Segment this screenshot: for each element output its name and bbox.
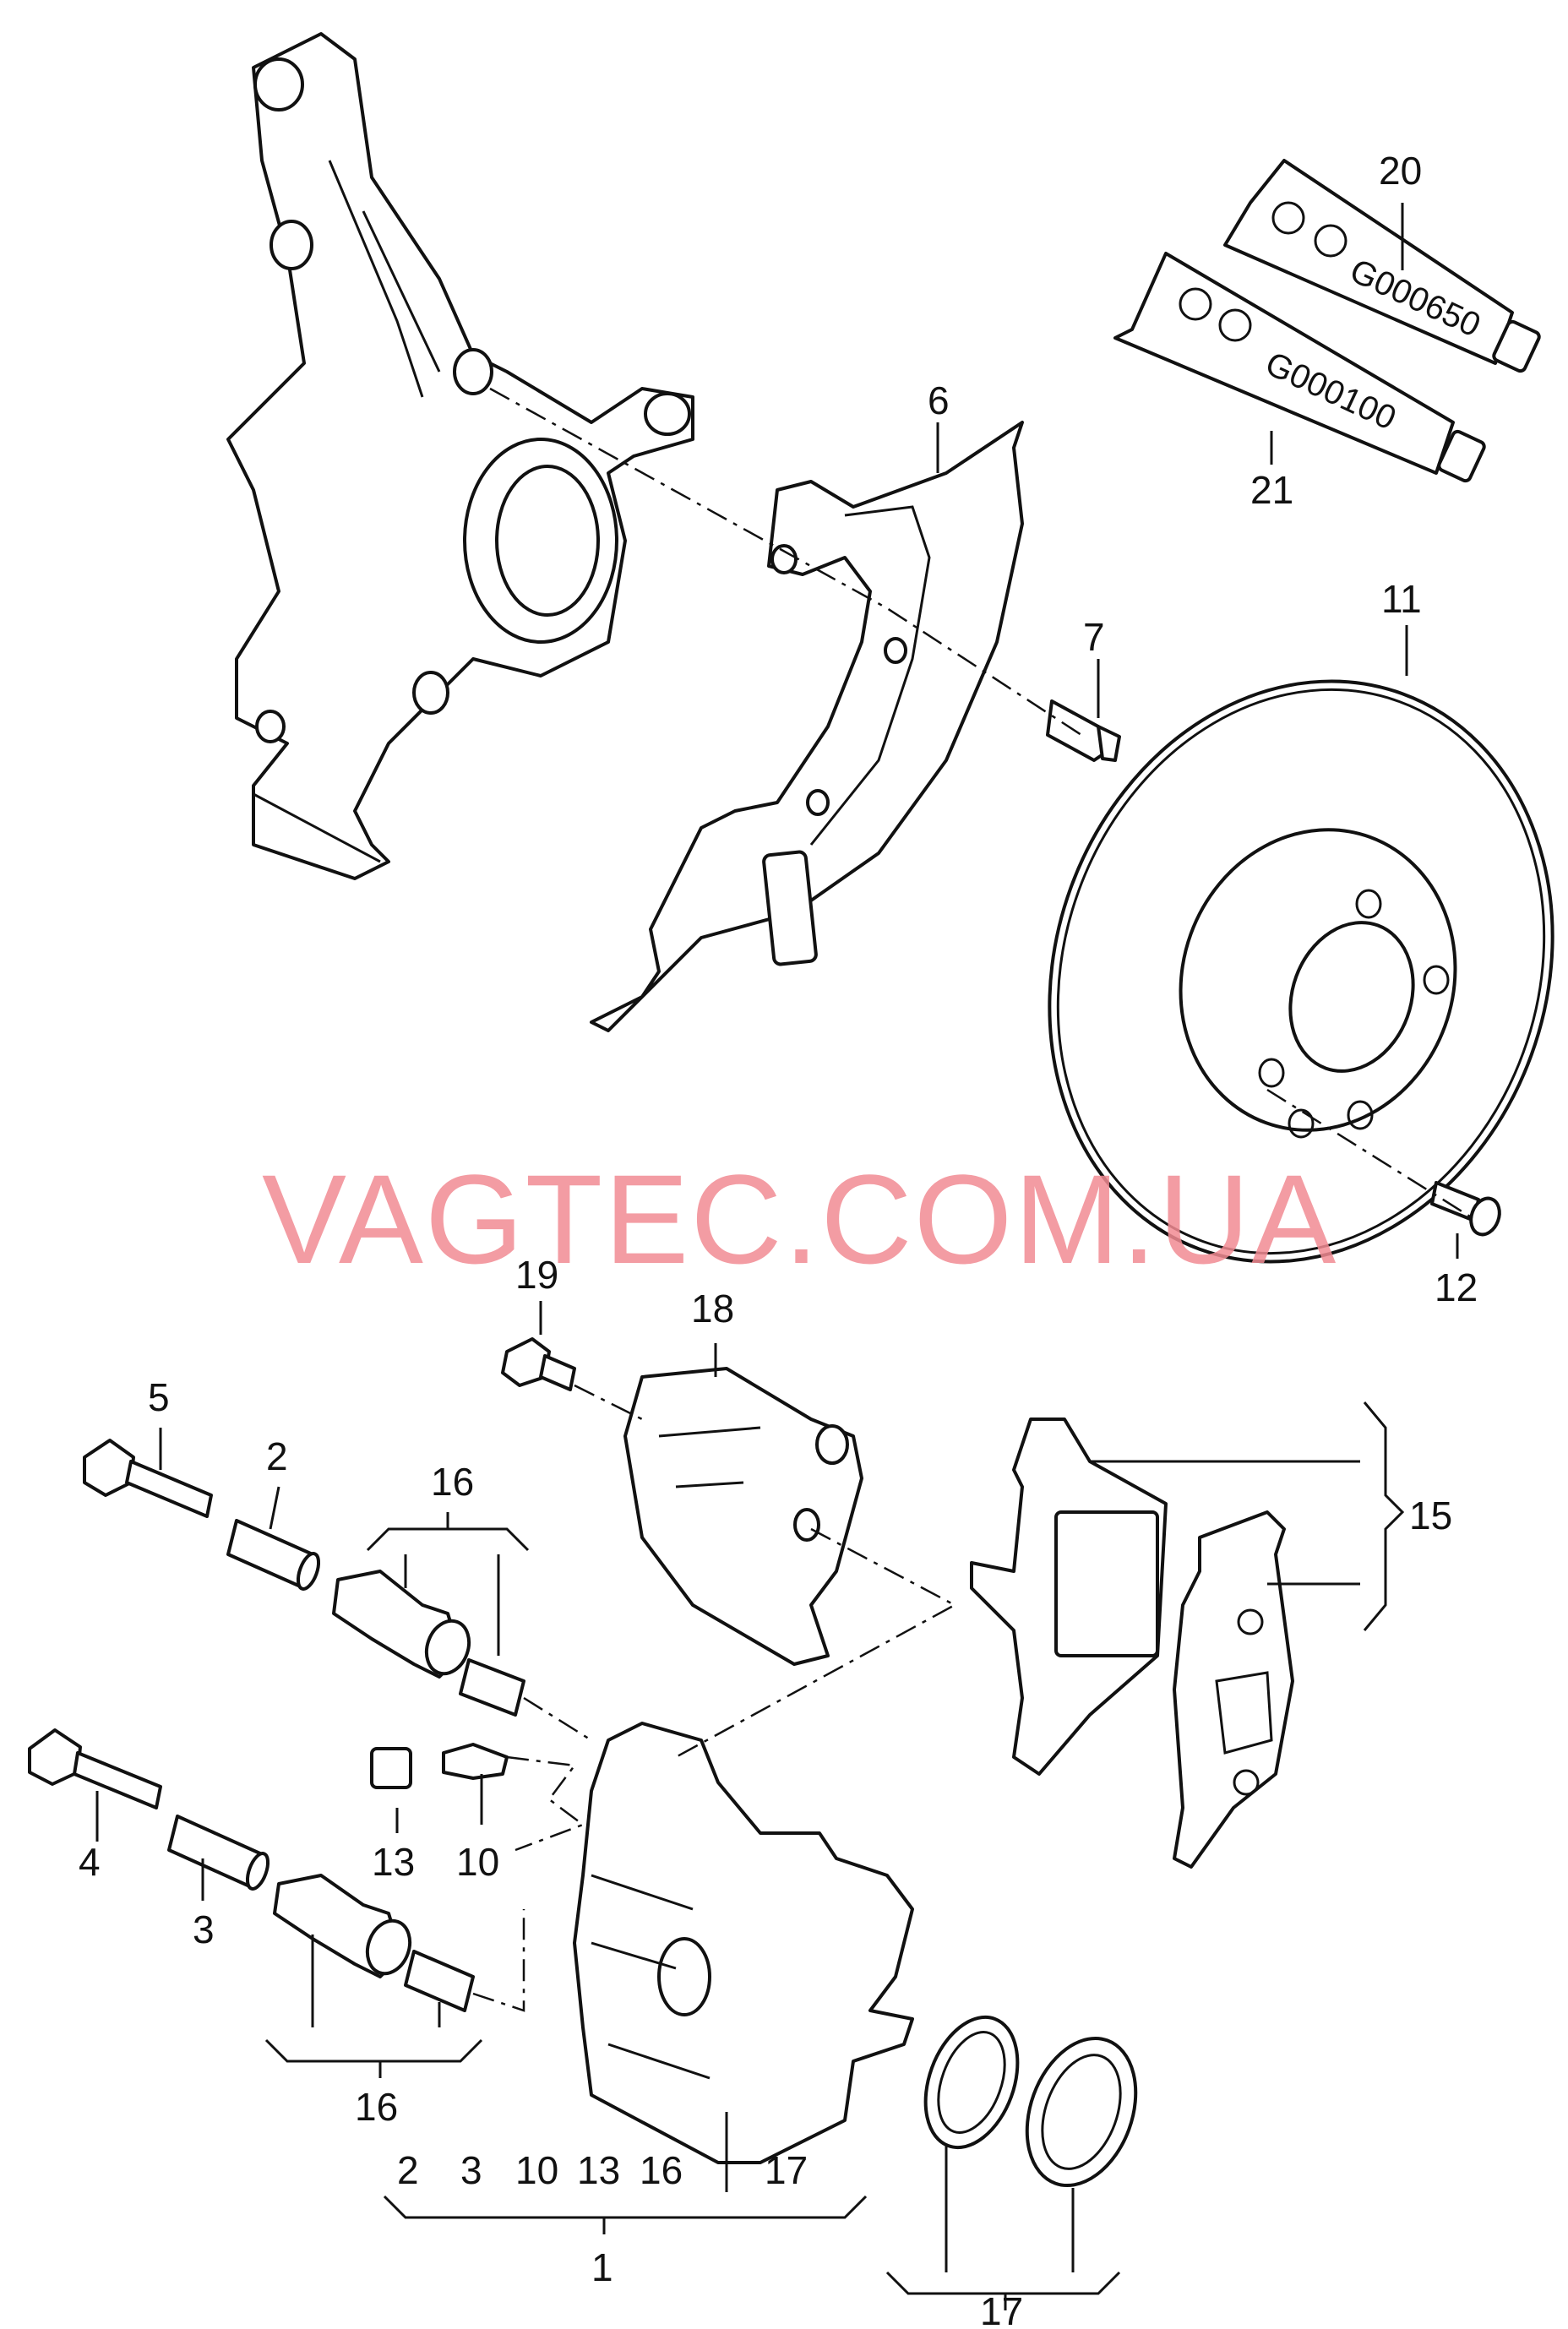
guide-boot-16a	[332, 1570, 525, 1717]
brake-disc	[1048, 679, 1554, 1264]
alignment-line-bleeder	[506, 1755, 585, 1852]
splash-shield	[590, 421, 1024, 1032]
alignment-line-disc	[1266, 1088, 1471, 1218]
grease-tube-20: G000650	[1223, 159, 1541, 373]
dust-cap-13	[370, 1747, 412, 1789]
callout-row-10: 10	[515, 2148, 558, 2192]
caliper-carrier	[623, 1367, 863, 1666]
callout-12: 12	[1435, 1265, 1478, 1309]
callout-row-3: 3	[460, 2148, 482, 2192]
callout-labels: 6 20 21 7 11 12 19 18 5 2 16 15 13 10 4 …	[79, 149, 1478, 2329]
piston-seal	[923, 2015, 1020, 2150]
hex-bolt-7	[1046, 699, 1121, 762]
bleeder-valve-10	[442, 1743, 509, 1780]
callout-17-lower: 17	[980, 2289, 1023, 2329]
alignment-line-19	[574, 1384, 643, 1421]
callout-10: 10	[456, 1840, 499, 1884]
callout-row-16: 16	[640, 2148, 683, 2192]
callout-7: 7	[1083, 615, 1105, 659]
guide-sleeve-3	[167, 1815, 270, 1891]
callout-19: 19	[515, 1253, 558, 1297]
brake-caliper	[573, 1722, 914, 2164]
callout-16-lower: 16	[355, 2085, 398, 2129]
guide-boot-16b	[273, 1874, 475, 2012]
callout-21: 21	[1250, 468, 1293, 512]
callout-18: 18	[691, 1287, 734, 1330]
callout-1: 1	[591, 2245, 613, 2289]
hex-bolt-19	[501, 1337, 576, 1391]
callout-2: 2	[266, 1434, 288, 1478]
callout-5: 5	[148, 1375, 170, 1419]
alignment-line-boot-b	[472, 1909, 525, 2012]
brake-pad-outer	[970, 1418, 1168, 1776]
caliper-piston	[1025, 2036, 1138, 2188]
brake-pad-inner	[1173, 1510, 1294, 1869]
alignment-line-carrier	[675, 1527, 957, 1759]
callout-16: 16	[431, 1460, 474, 1504]
leader-lines	[95, 203, 1459, 2310]
callout-6: 6	[928, 378, 950, 422]
callout-13: 13	[372, 1840, 415, 1884]
disc-screw	[1430, 1181, 1501, 1237]
guide-bolt-5	[83, 1439, 213, 1518]
watermark-text: VAGTEC.COM.UA	[262, 1148, 1337, 1290]
callout-row-13: 13	[577, 2148, 620, 2192]
alignment-line-boot-a	[523, 1696, 592, 1742]
steering-knuckle	[226, 32, 694, 880]
callout-row-2: 2	[397, 2148, 419, 2192]
guide-sleeve-2	[226, 1519, 321, 1591]
guide-bolt-4	[28, 1728, 162, 1809]
callout-20: 20	[1379, 149, 1422, 193]
callout-11: 11	[1381, 577, 1422, 621]
callout-15: 15	[1409, 1494, 1452, 1537]
callout-4: 4	[79, 1840, 101, 1884]
callout-row-17: 17	[765, 2148, 808, 2192]
callout-3: 3	[193, 1907, 215, 1951]
